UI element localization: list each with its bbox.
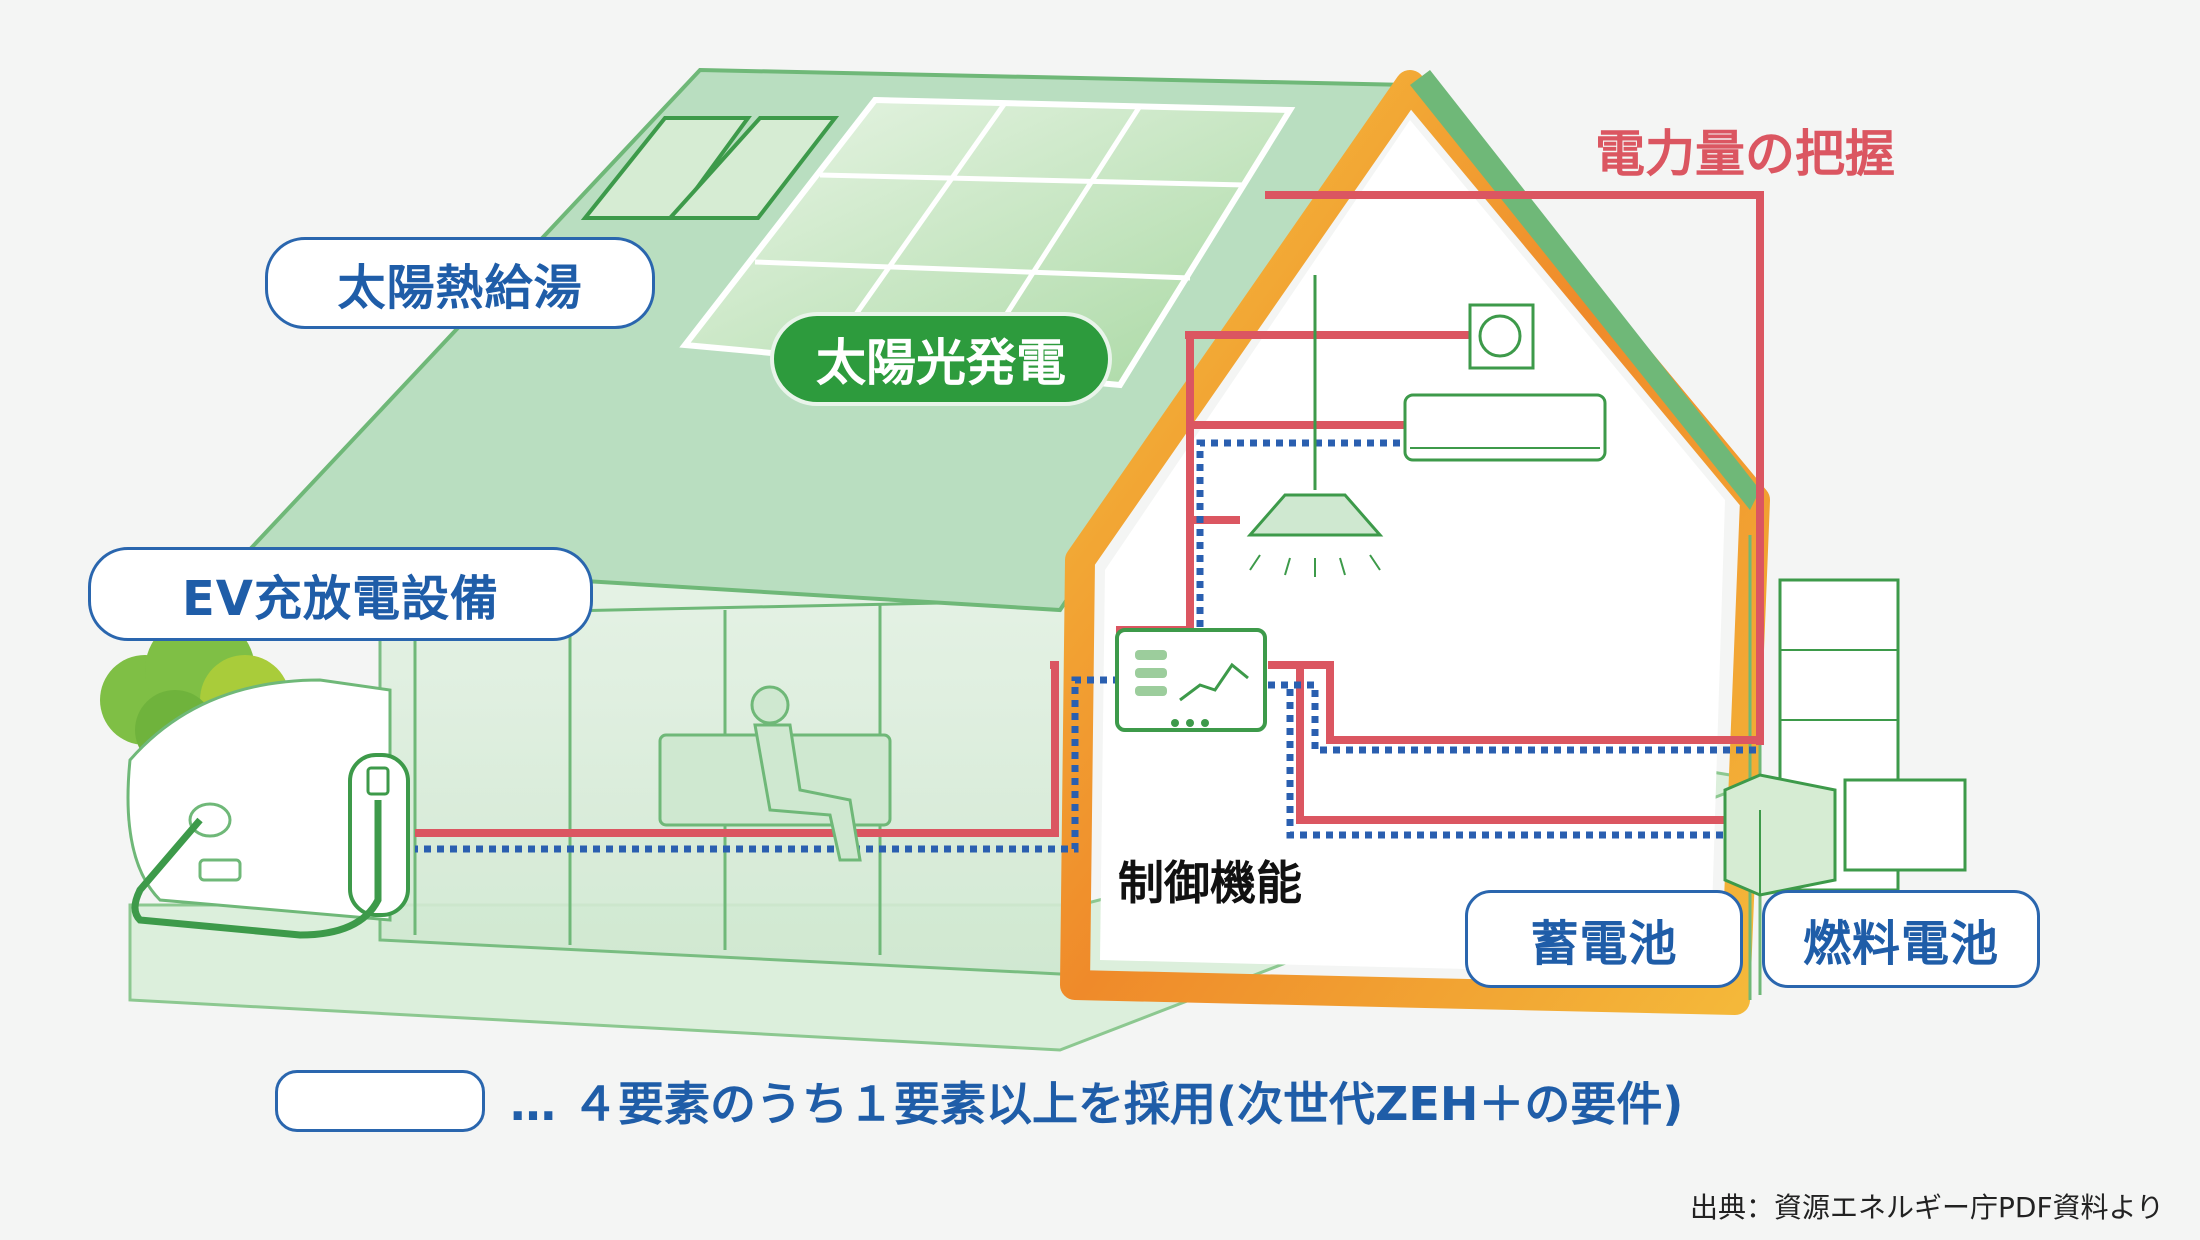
solar-thermal-panels [580,116,840,220]
ev-charger [131,753,410,939]
solar-power-label: 太陽光発電 [770,312,1112,406]
power-monitor-label: 電力量の把握 [1595,125,1895,183]
house-frame [1060,70,1770,1015]
legend-text: … ４要素のうち１要素以上を採用(次世代ZEH＋の要件) [510,1077,1684,1131]
hems-monitor [1115,628,1267,732]
solar-thermal-label: 太陽熱給湯 [265,237,655,329]
storage-battery-unit [1723,773,1837,897]
ev-label: EV充放電設備 [88,547,593,641]
ventilation-fan [1468,303,1535,370]
source-note: 出典：資源エネルギー庁PDF資料より [1690,1191,2164,1224]
air-conditioner [1403,393,1607,462]
ceiling-light [1246,275,1384,577]
electric-car [126,678,392,922]
fuel-cell-label: 燃料電池 [1762,890,2040,988]
person-on-sofa [658,685,892,862]
power-lines [415,191,1764,837]
storage-battery-label: 蓄電池 [1465,890,1743,988]
control-label: 制御機能 [1118,856,1302,910]
legend-swatch [275,1070,485,1132]
data-lines [415,439,1760,853]
